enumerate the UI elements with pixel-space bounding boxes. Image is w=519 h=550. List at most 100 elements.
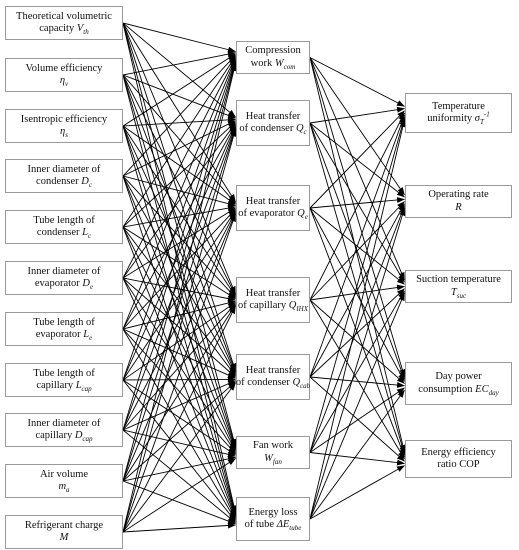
edge-input-10-to-middle-0: [122, 63, 237, 533]
edge-input-1-to-middle-0: [122, 51, 236, 76]
edge-input-10-to-middle-3: [122, 305, 236, 533]
edge-middle-1-to-output-4: [309, 122, 406, 456]
inputs-symbol: L: [82, 227, 88, 238]
inputs-symbol: η: [59, 75, 66, 86]
edge-input-9-to-middle-5: [122, 455, 236, 482]
inputs-symbol: M: [59, 532, 69, 543]
inputs-label-line1: Refrigerant charge: [24, 519, 104, 531]
edge-middle-2-to-output-1: [309, 197, 405, 209]
inputs-label-line1: Isentropic efficiency: [20, 113, 108, 125]
edge-input-10-to-middle-1: [122, 128, 237, 533]
middle-label-line2: Wfan: [264, 453, 282, 466]
edge-input-6-to-middle-5: [122, 328, 236, 455]
inputs-label-text: evaporator: [35, 329, 81, 340]
inputs-label-text: evaporator: [34, 278, 80, 289]
middle-symbol: Q: [292, 377, 301, 388]
outputs-label-line2: ratio COP: [437, 459, 479, 472]
inputs-label-line2: ηv: [60, 75, 68, 88]
edge-input-2-to-middle-5: [122, 125, 236, 450]
inputs-symbol-subscript: cap: [81, 385, 92, 394]
edge-middle-3-to-output-0: [309, 112, 405, 301]
edge-input-4-to-middle-3: [122, 226, 236, 300]
edge-middle-0-to-output-3: [309, 57, 406, 378]
edge-input-1-to-middle-2: [122, 74, 236, 204]
edge-middle-3-to-output-1: [309, 201, 405, 301]
edge-input-0-to-middle-6: [122, 22, 237, 514]
edge-input-0-to-middle-5: [122, 22, 237, 447]
edge-input-4-to-middle-1: [122, 121, 236, 228]
inputs-label-text: condenser: [36, 176, 79, 187]
outputs-label-line1: Day power: [435, 371, 482, 382]
middle-label-line2: of condenser Qcab: [236, 377, 310, 390]
outputs-symbol: R: [455, 201, 462, 213]
edge-input-10-to-middle-6: [122, 522, 236, 533]
inputs-symbol-subscript: cap: [82, 435, 93, 444]
middle-symbol-subscript: tube: [289, 524, 302, 533]
edge-middle-5-to-output-2: [309, 290, 405, 453]
inputs-symbol: η: [60, 126, 66, 137]
edge-middle-0-to-output-2: [309, 57, 405, 281]
middle-label-line1: Heat transfer: [245, 287, 301, 299]
inputs-symbol: V: [76, 23, 84, 34]
inputs-symbol: D: [82, 278, 90, 289]
middle-symbol: ΔE: [276, 519, 290, 530]
inputs-label-text: capillary: [35, 430, 73, 441]
middle-symbol-subscript: fan: [272, 457, 282, 466]
outputs-symbol-subscript: day: [488, 388, 499, 397]
middle-label-text: of evaporator: [238, 208, 295, 219]
edge-middle-1-to-output-1: [309, 122, 405, 198]
edge-middle-4-to-output-3: [309, 376, 405, 388]
edge-input-6-to-middle-3: [122, 300, 236, 330]
inputs-symbol-subscript: e: [89, 334, 93, 343]
inputs-symbol-subscript: s: [65, 131, 68, 140]
inputs-label-line2: evaporator De: [35, 278, 93, 291]
inputs-label-line1: Tube length of: [33, 367, 95, 379]
edge-input-9-to-middle-3: [122, 304, 236, 482]
edge-input-5-to-middle-0: [122, 57, 236, 279]
edge-input-0-to-middle-4: [122, 22, 237, 372]
middle-symbol: Q: [297, 208, 305, 219]
outputs-label-line2: uniformity σT-1: [427, 111, 489, 126]
inputs-label-line1: Inner diameter of: [27, 265, 101, 277]
middle-symbol-subscript: e: [304, 213, 308, 222]
inputs-label-line2: condenser Dc: [36, 176, 92, 189]
inputs-label-line1: Tube length of: [33, 214, 95, 226]
middle-label-line2: of capillary QIHX: [238, 300, 308, 313]
edge-input-7-to-middle-0: [122, 59, 236, 381]
edge-middle-3-to-output-3: [309, 299, 405, 384]
edge-middle-4-to-output-4: [309, 376, 405, 462]
inputs-label-text: condenser: [36, 227, 80, 238]
edge-input-3-to-middle-1: [122, 120, 236, 177]
middle-label-line1: Heat transfer: [245, 364, 301, 376]
inputs-label-line2: ma: [58, 481, 69, 494]
edge-input-3-to-middle-5: [122, 175, 236, 451]
middle-symbol-subscript: cab: [300, 382, 311, 391]
middle-label-line1: Energy loss: [248, 506, 298, 518]
edge-input-3-to-middle-2: [122, 175, 236, 207]
middle-symbol: W: [274, 57, 284, 69]
edge-input-8-to-middle-6: [122, 429, 236, 523]
edge-input-5-to-middle-1: [122, 122, 236, 279]
edge-input-9-to-middle-6: [122, 480, 236, 525]
edge-input-4-to-middle-0: [122, 55, 236, 228]
middle-label-line2: of tube ΔEtube: [245, 519, 302, 532]
outputs-label-line1: Suction temperature: [416, 274, 501, 285]
middle-label-line2: work Wcom: [251, 58, 296, 71]
inputs-label-line2: capillary Dcap: [35, 430, 92, 443]
middle-symbol: Q: [295, 123, 304, 134]
outputs-symbol: σ: [474, 113, 480, 124]
edge-input-4-to-middle-2: [122, 205, 236, 228]
